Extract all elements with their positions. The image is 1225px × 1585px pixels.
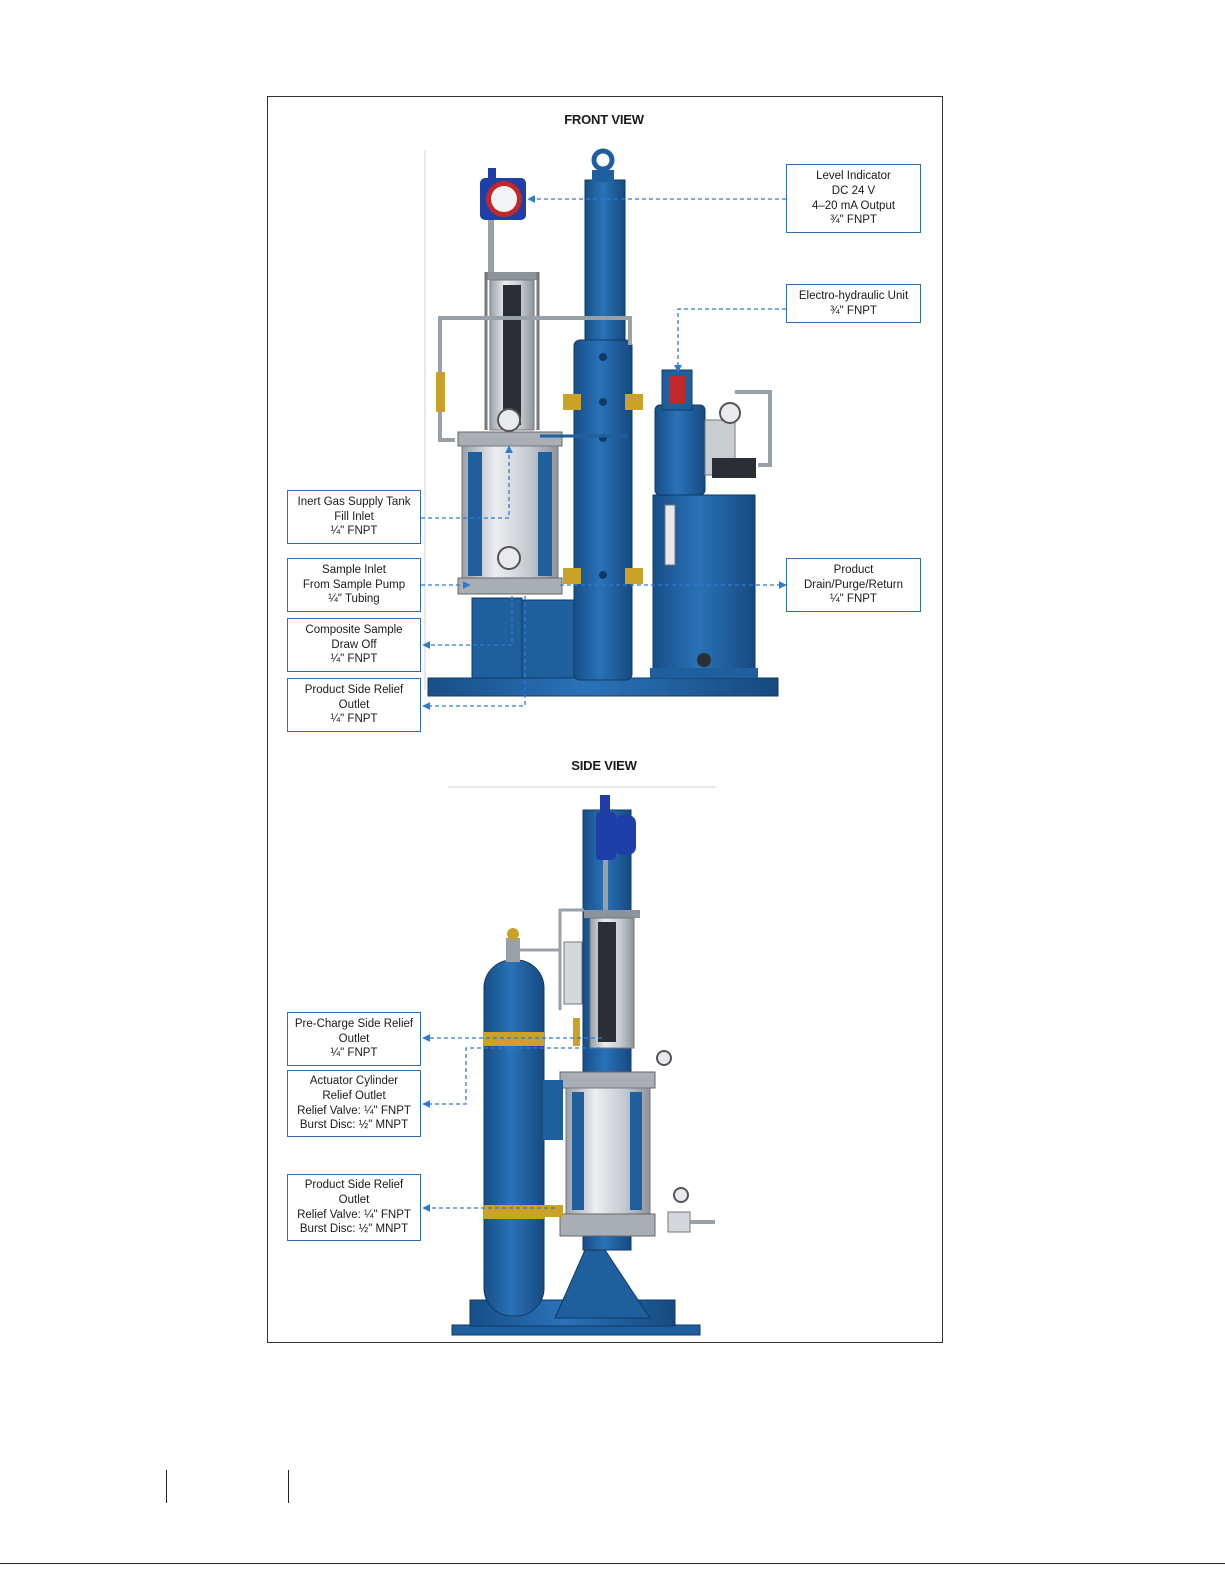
front-leader-lines <box>421 195 787 710</box>
callout-sample-inlet: Sample Inlet From Sample Pump ¼" Tubing <box>287 558 421 612</box>
callout-product-drain: Product Drain/Purge/Return ¼" FNPT <box>786 558 921 612</box>
front-view-title: FRONT VIEW <box>564 112 644 127</box>
footer-divider-right <box>288 1470 289 1503</box>
callout-level-indicator: Level Indicator DC 24 V 4–20 mA Output ¾… <box>786 164 921 233</box>
callout-actuator-cylinder-relief: Actuator Cylinder Relief Outlet Relief V… <box>287 1070 421 1137</box>
side-view-title: SIDE VIEW <box>571 758 637 773</box>
callout-precharge-relief: Pre-Charge Side Relief Outlet ¼" FNPT <box>287 1012 421 1066</box>
callout-composite-sample: Composite Sample Draw Off ¼" FNPT <box>287 618 421 672</box>
front-view-drawing <box>424 148 779 697</box>
side-view-drawing <box>448 786 716 1336</box>
page-bottom-rule <box>0 1563 1225 1564</box>
callout-product-side-relief-side: Product Side Relief Outlet Relief Valve:… <box>287 1174 421 1241</box>
callout-electro-hydraulic-unit: Electro-hydraulic Unit ¾" FNPT <box>786 284 921 323</box>
side-leader-lines <box>422 1034 602 1212</box>
footer-divider-left <box>166 1470 167 1503</box>
callout-inert-gas-fill-inlet: Inert Gas Supply Tank Fill Inlet ¼" FNPT <box>287 490 421 544</box>
callout-product-side-relief: Product Side Relief Outlet ¼" FNPT <box>287 678 421 732</box>
